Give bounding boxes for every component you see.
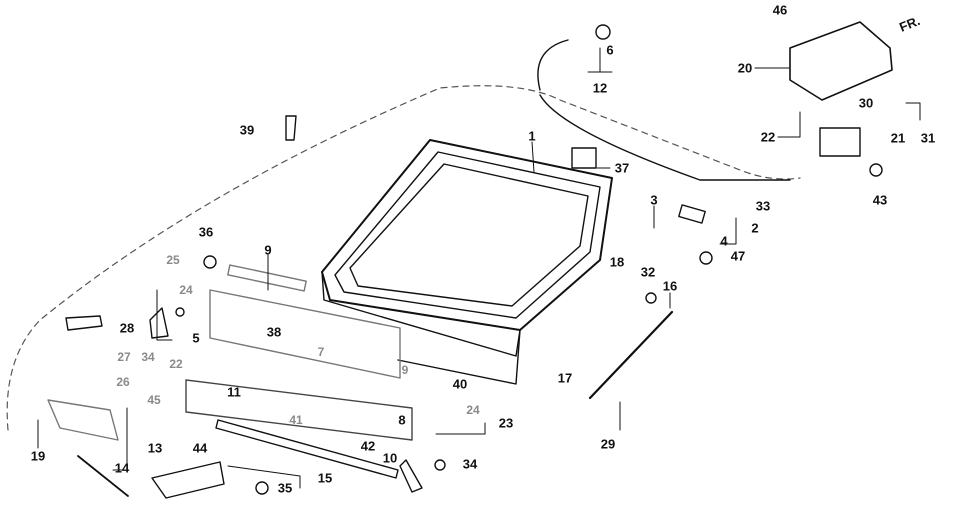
lower-garnish-outline — [209, 289, 401, 379]
callout-42: 42 — [360, 438, 376, 454]
callout-40: 40 — [452, 376, 468, 392]
callout-15: 15 — [317, 470, 333, 486]
callout-14: 14 — [114, 460, 130, 476]
callout-11: 11 — [227, 384, 241, 400]
callout-22: 22 — [760, 129, 776, 145]
callout-44: 44 — [192, 440, 208, 456]
tailgate-window-frame — [321, 139, 613, 385]
callout-30: 30 — [858, 95, 874, 111]
support-strut — [588, 310, 674, 400]
callout-31: 31 — [920, 130, 936, 146]
callout-41-faint: 41 — [289, 413, 303, 427]
latch-cable — [537, 39, 569, 91]
callout-24b-faint: 24 — [466, 403, 480, 417]
callout-16: 16 — [662, 278, 678, 294]
callout-29: 29 — [600, 436, 616, 452]
callout-25-faint: 25 — [166, 253, 180, 267]
callout-7-faint: 7 — [317, 345, 325, 359]
lower-trim-bar — [215, 419, 399, 479]
leader-lines — [37, 47, 921, 489]
callout-34: 34 — [462, 456, 478, 472]
callout-18: 18 — [609, 254, 625, 270]
callout-26-faint: 26 — [116, 375, 130, 389]
callout-4: 4 — [720, 233, 728, 249]
callout-22-faint: 22 — [169, 357, 183, 371]
callout-2: 2 — [751, 220, 759, 236]
callout-37: 37 — [614, 160, 630, 176]
callout-45-faint: 45 — [147, 393, 161, 407]
callout-38: 38 — [266, 324, 282, 340]
callout-28: 28 — [119, 320, 135, 336]
callout-36: 36 — [198, 224, 214, 240]
callout-12: 12 — [592, 80, 608, 96]
callout-3: 3 — [650, 192, 658, 208]
opener-cable — [539, 94, 791, 181]
callout-34-faint: 34 — [141, 350, 155, 364]
callout-47: 47 — [730, 248, 746, 264]
callout-17: 17 — [557, 370, 573, 386]
callout-46: 46 — [772, 2, 788, 18]
callout-21: 21 — [890, 130, 906, 146]
body-outline-dashed — [6, 85, 801, 431]
callout-39: 39 — [239, 122, 255, 138]
callout-1: 1 — [528, 128, 536, 144]
opener-housing — [789, 21, 893, 101]
callout-13: 13 — [147, 440, 163, 456]
callout-32: 32 — [640, 264, 656, 280]
callout-24-faint: 24 — [179, 283, 193, 297]
callout-20: 20 — [737, 60, 753, 76]
callout-35: 35 — [277, 480, 293, 496]
callout-33: 33 — [755, 198, 771, 214]
callout-23: 23 — [498, 415, 514, 431]
callout-6: 6 — [606, 42, 614, 58]
lower-garnish-panel — [185, 379, 413, 441]
small-hardware — [47, 24, 883, 499]
callout-10: 10 — [382, 450, 398, 466]
callout-43: 43 — [872, 192, 888, 208]
callout-19: 19 — [30, 448, 46, 464]
callout-8: 8 — [398, 412, 406, 428]
callout-9: 9 — [264, 242, 272, 258]
front-direction-label: FR. — [897, 12, 923, 35]
callout-9-faint: 9 — [401, 363, 409, 377]
callout-5: 5 — [192, 330, 200, 346]
callout-27-faint: 27 — [117, 350, 131, 364]
garnish-strip-9 — [227, 264, 307, 292]
